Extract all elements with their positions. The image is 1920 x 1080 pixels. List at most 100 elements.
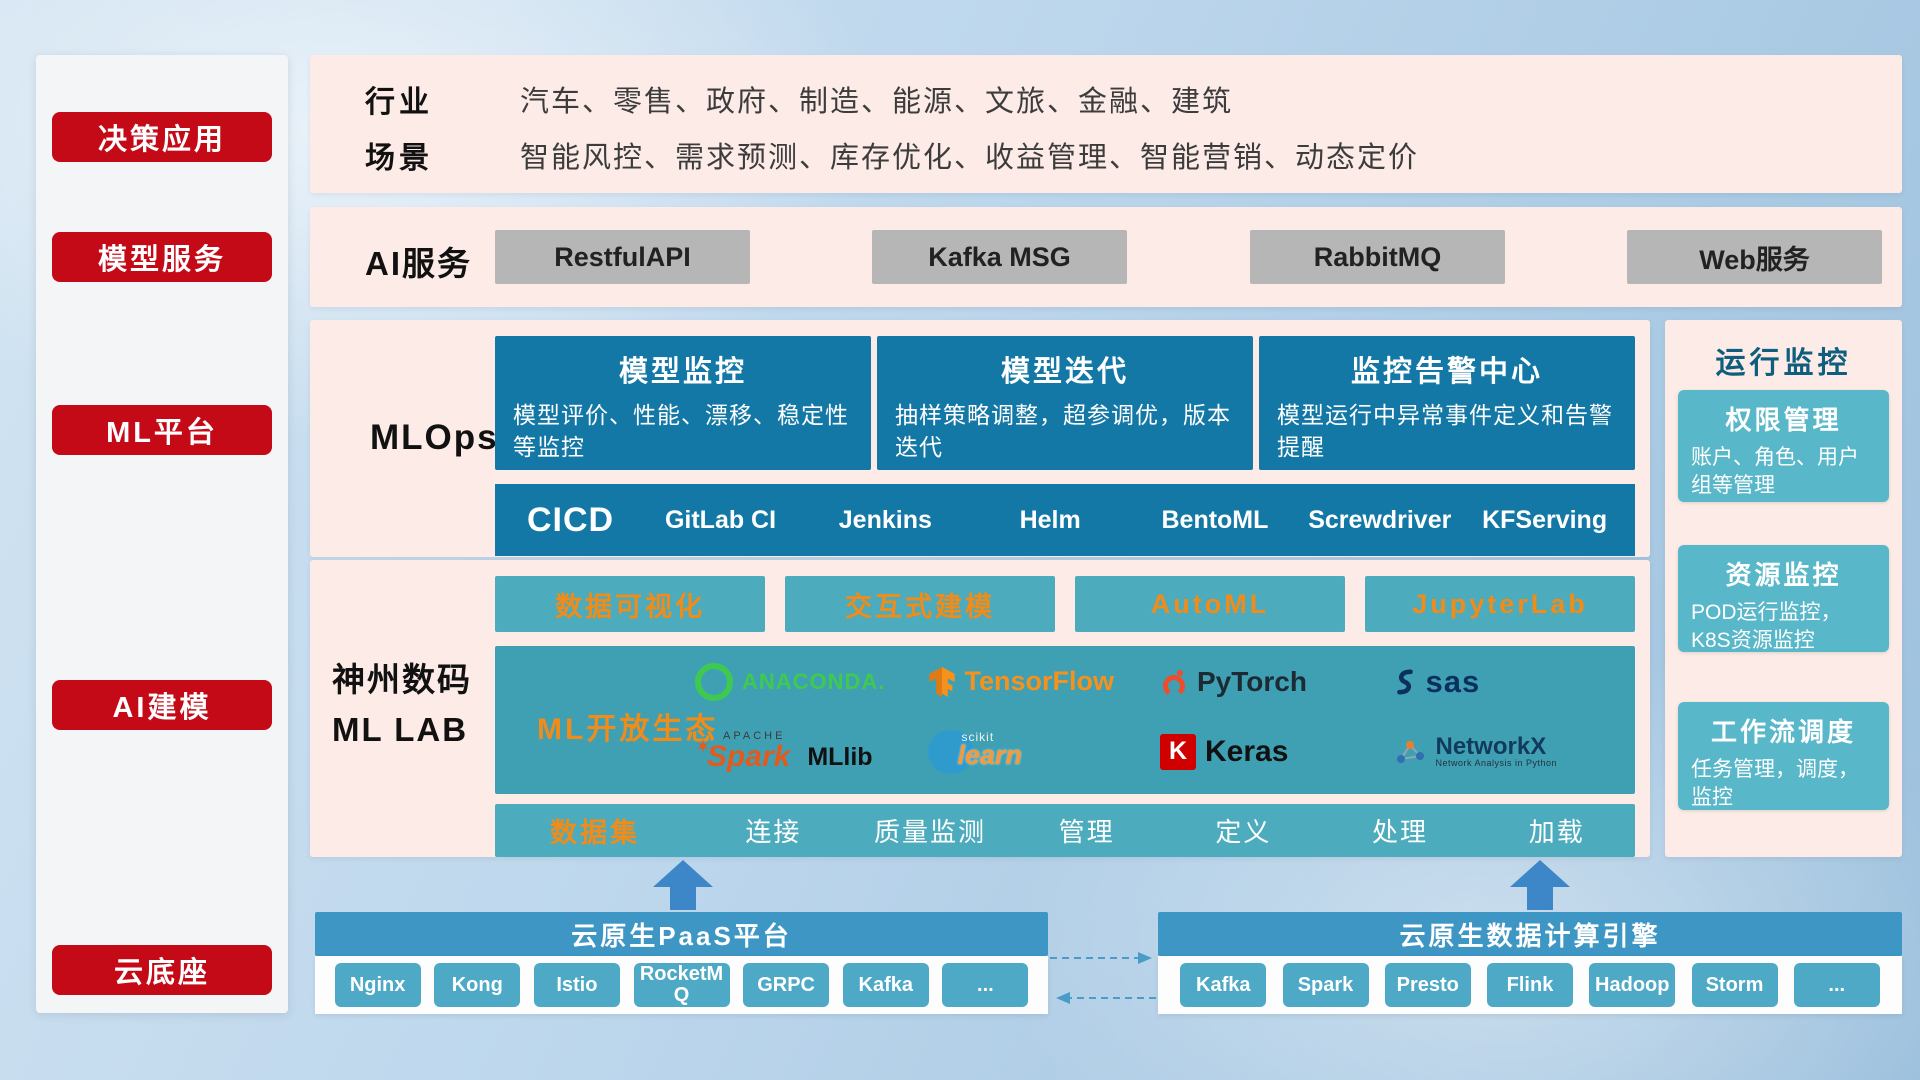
- keras-icon: K: [1160, 733, 1196, 770]
- scene-label: 场景: [365, 142, 433, 175]
- dataset-item: 处理: [1372, 817, 1429, 847]
- monitoring-card-resource: 资源监控 POD运行监控，K8S资源监控: [1678, 545, 1889, 652]
- networkx-logo: NetworkX Network Analysis in Python: [1393, 734, 1626, 769]
- runtime-monitoring-title: 运行监控: [1715, 347, 1852, 380]
- card-desc: 抽样策略调整，超参调优，版本迭代: [895, 402, 1231, 461]
- ml-ecosystem-label: ML开放生态: [537, 713, 719, 746]
- card-title: 工作流调度: [1710, 717, 1856, 747]
- ai-service-item: Kafka MSG: [872, 230, 1127, 284]
- paas-strip: Nginx Kong Istio RocketMQ GRPC Kafka ...: [315, 956, 1048, 1014]
- cicd-item: BentoML: [1161, 505, 1269, 534]
- engine-item: Hadoop: [1589, 963, 1676, 1007]
- card-title: 模型迭代: [1000, 356, 1129, 388]
- dataset-item: 定义: [1215, 817, 1272, 847]
- networkx-subtitle: Network Analysis in Python: [1435, 758, 1558, 769]
- industry-list: 汽车、零售、政府、制造、能源、文旅、金融、建筑: [520, 86, 1234, 118]
- card-title: 权限管理: [1725, 405, 1842, 435]
- mlops-panel: MLOps 模型监控 模型评价、性能、漂移、稳定性等监控 模型迭代 抽样策略调整…: [310, 320, 1650, 557]
- card-desc: 模型运行中异常事件定义和告警提醒: [1277, 402, 1613, 461]
- paas-item: Kong: [434, 963, 521, 1007]
- cicd-bar: CICD GitLab CI Jenkins Helm BentoML Scre…: [495, 484, 1635, 556]
- scene-list: 智能风控、需求预测、库存优化、收益管理、智能营销、动态定价: [520, 142, 1420, 174]
- sidebar-item-ai-modeling: AI建模: [52, 680, 272, 730]
- card-desc: 任务管理，调度，监控: [1691, 758, 1859, 810]
- engine-item: Flink: [1487, 963, 1573, 1007]
- up-arrow-icon: [1510, 860, 1570, 910]
- tensorflow-text: TensorFlow: [964, 666, 1115, 696]
- mlops-label: MLOps: [370, 418, 499, 457]
- paas-item: GRPC: [743, 963, 830, 1007]
- engine-banner: 云原生数据计算引擎: [1158, 912, 1902, 956]
- industry-label: 行业: [365, 86, 433, 119]
- pytorch-icon: [1163, 669, 1185, 697]
- sidebar-item-decision-app: 决策应用: [52, 112, 272, 162]
- mllib-text: MLlib: [807, 743, 873, 771]
- engine-item: ...: [1793, 963, 1880, 1007]
- tool-automl: AutoML: [1075, 576, 1345, 632]
- paas-item: ...: [942, 963, 1029, 1007]
- card-title: 模型监控: [618, 356, 747, 388]
- paas-item: Istio: [533, 963, 620, 1007]
- dataset-item: 管理: [1058, 817, 1115, 847]
- industry-scene-panel: 行业 汽车、零售、政府、制造、能源、文旅、金融、建筑 场景 智能风控、需求预测、…: [310, 55, 1902, 193]
- card-desc: 模型评价、性能、漂移、稳定性等监控: [513, 402, 849, 461]
- engine-item: Presto: [1384, 963, 1471, 1007]
- dashed-arrow-icon: [1050, 952, 1156, 1004]
- cicd-label: CICD: [527, 500, 615, 539]
- engine-item: Kafka: [1180, 963, 1267, 1007]
- ecosystem-logo-grid: ANACONDA. TensorFlow PyTorch: [695, 650, 1625, 790]
- ai-service-item: RabbitMQ: [1250, 230, 1505, 284]
- pytorch-logo: PyTorch: [1160, 666, 1393, 698]
- keras-logo: K Keras: [1160, 733, 1393, 770]
- engine-item: Storm: [1691, 963, 1778, 1007]
- card-desc: POD运行监控，K8S资源监控: [1691, 601, 1842, 653]
- card-desc: 账户、角色、用户组等管理: [1691, 446, 1859, 498]
- tensorflow-icon: [928, 666, 955, 697]
- networkx-icon: [1396, 740, 1424, 763]
- spark-text: Spark: [706, 740, 791, 773]
- pytorch-text: PyTorch: [1197, 665, 1307, 697]
- dataset-label: 数据集: [550, 818, 640, 848]
- sas-logo: sas: [1393, 664, 1626, 700]
- paas-item: Nginx: [334, 963, 421, 1007]
- anaconda-logo: ANACONDA.: [695, 662, 928, 701]
- scikit-learn-logo: scikit learn: [927, 726, 1161, 778]
- networkx-text: NetworkX: [1435, 733, 1547, 761]
- spark-mllib-logo: APACHE ✶ Spark MLlib: [695, 731, 928, 772]
- mlops-card-alert-center: 监控告警中心 模型运行中异常事件定义和告警提醒: [1259, 336, 1635, 470]
- engine-strip: Kafka Spark Presto Flink Hadoop Storm ..…: [1158, 956, 1902, 1014]
- tool-data-visualization: 数据可视化: [495, 576, 765, 632]
- keras-text: Keras: [1205, 734, 1289, 768]
- cicd-item: KFServing: [1482, 505, 1608, 534]
- monitoring-card-permission: 权限管理 账户、角色、用户组等管理: [1678, 390, 1889, 502]
- ai-service-panel: AI服务 RestfulAPI Kafka MSG RabbitMQ Web服务: [310, 207, 1902, 307]
- mllab-label: 神州数码 ML LAB: [332, 655, 492, 754]
- ai-service-item: Web服务: [1627, 230, 1882, 284]
- scikit-learn-icon: [927, 729, 974, 774]
- card-title: 资源监控: [1725, 560, 1842, 590]
- mlops-card-model-monitoring: 模型监控 模型评价、性能、漂移、稳定性等监控: [495, 336, 871, 470]
- tensorflow-logo: TensorFlow: [928, 666, 1161, 697]
- sas-icon: [1396, 669, 1413, 694]
- paas-banner: 云原生PaaS平台: [315, 912, 1048, 956]
- left-sidebar: 决策应用 模型服务 ML平台 AI建模 云底座: [36, 55, 288, 1013]
- dataset-item: 加载: [1528, 817, 1585, 847]
- cicd-item: Helm: [1019, 505, 1081, 534]
- dataset-item: 连接: [745, 817, 802, 847]
- paas-item: Kafka: [842, 963, 929, 1007]
- card-title: 监控告警中心: [1350, 356, 1543, 388]
- mllab-label-line1: 神州数码: [332, 661, 472, 698]
- tool-interactive-modeling: 交互式建模: [785, 576, 1055, 632]
- ai-service-label: AI服务: [365, 245, 472, 282]
- cicd-item: Screwdriver: [1308, 505, 1452, 534]
- sidebar-item-cloud-base: 云底座: [52, 945, 272, 995]
- dataset-bar: 数据集 连接 质量监测 管理 定义 处理 加载: [495, 804, 1635, 857]
- anaconda-text: ANACONDA.: [742, 668, 886, 694]
- sidebar-item-model-service: 模型服务: [52, 232, 272, 282]
- learn-text: learn: [957, 739, 1023, 770]
- engine-item: Spark: [1282, 963, 1369, 1007]
- scikit-text: scikit: [961, 729, 995, 744]
- sidebar-item-ml-platform: ML平台: [52, 405, 272, 455]
- up-arrow-icon: [653, 860, 713, 910]
- mllab-label-line2: ML LAB: [332, 710, 469, 748]
